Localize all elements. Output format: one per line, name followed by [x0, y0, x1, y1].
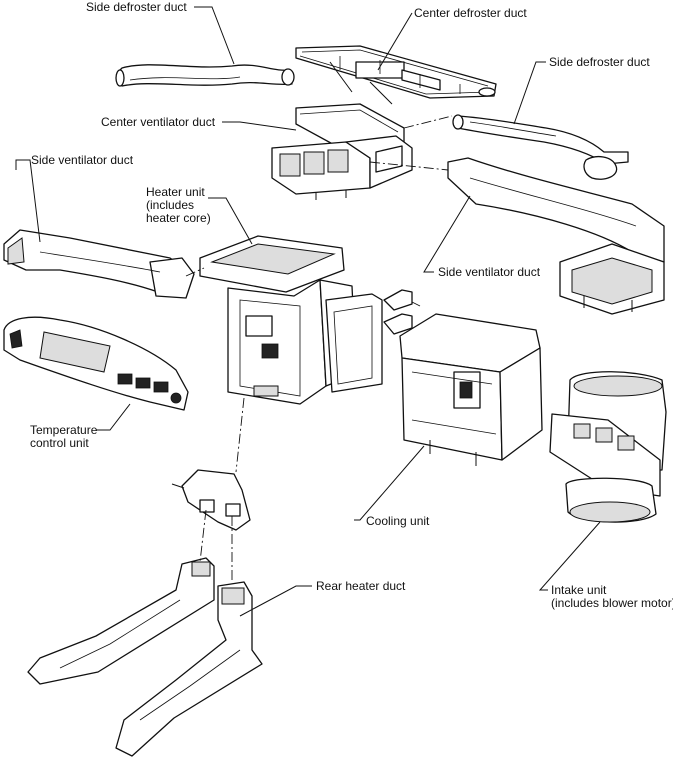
cooling-unit: [399, 313, 543, 466]
side-ventilator-duct-left: [3, 229, 195, 299]
intake-unit: [549, 371, 667, 523]
label-temperature-control-line2: control unit: [30, 436, 89, 450]
label-center-ventilator-duct: Center ventilator duct: [101, 115, 216, 129]
side-defroster-duct-left: [115, 64, 295, 87]
rear-heater-duct: [27, 557, 263, 757]
label-intake-unit-line1: Intake unit: [551, 583, 607, 597]
label-rear-heater-duct: Rear heater duct: [316, 579, 406, 593]
label-cooling-unit: Cooling unit: [366, 514, 430, 528]
rear-duct-connector: [171, 469, 251, 531]
label-heater-unit-line3: heater core): [146, 211, 211, 225]
label-heater-unit-line1: Heater unit: [146, 185, 205, 199]
label-temperature-control-line1: Temperature: [30, 423, 98, 437]
label-heater-unit-line2: (includes: [146, 198, 195, 212]
assembly-lines: [185, 115, 453, 582]
label-intake-unit-line2: (includes blower motor): [551, 596, 673, 610]
center-ventilator-duct: [271, 103, 413, 200]
label-side-defroster-duct-right: Side defroster duct: [549, 55, 650, 69]
leader-lines: [15, 6, 601, 617]
side-ventilator-duct-right: [447, 157, 665, 315]
center-defroster-duct: [295, 45, 497, 105]
side-defroster-duct-right: [452, 114, 629, 180]
temperature-control-unit: [3, 316, 189, 411]
label-center-defroster-duct: Center defroster duct: [414, 6, 527, 20]
label-side-ventilator-duct-left: Side ventilator duct: [31, 153, 134, 167]
label-side-ventilator-duct-right: Side ventilator duct: [438, 265, 541, 279]
label-side-defroster-duct-left: Side defroster duct: [86, 0, 187, 14]
heater-unit: [199, 235, 413, 405]
